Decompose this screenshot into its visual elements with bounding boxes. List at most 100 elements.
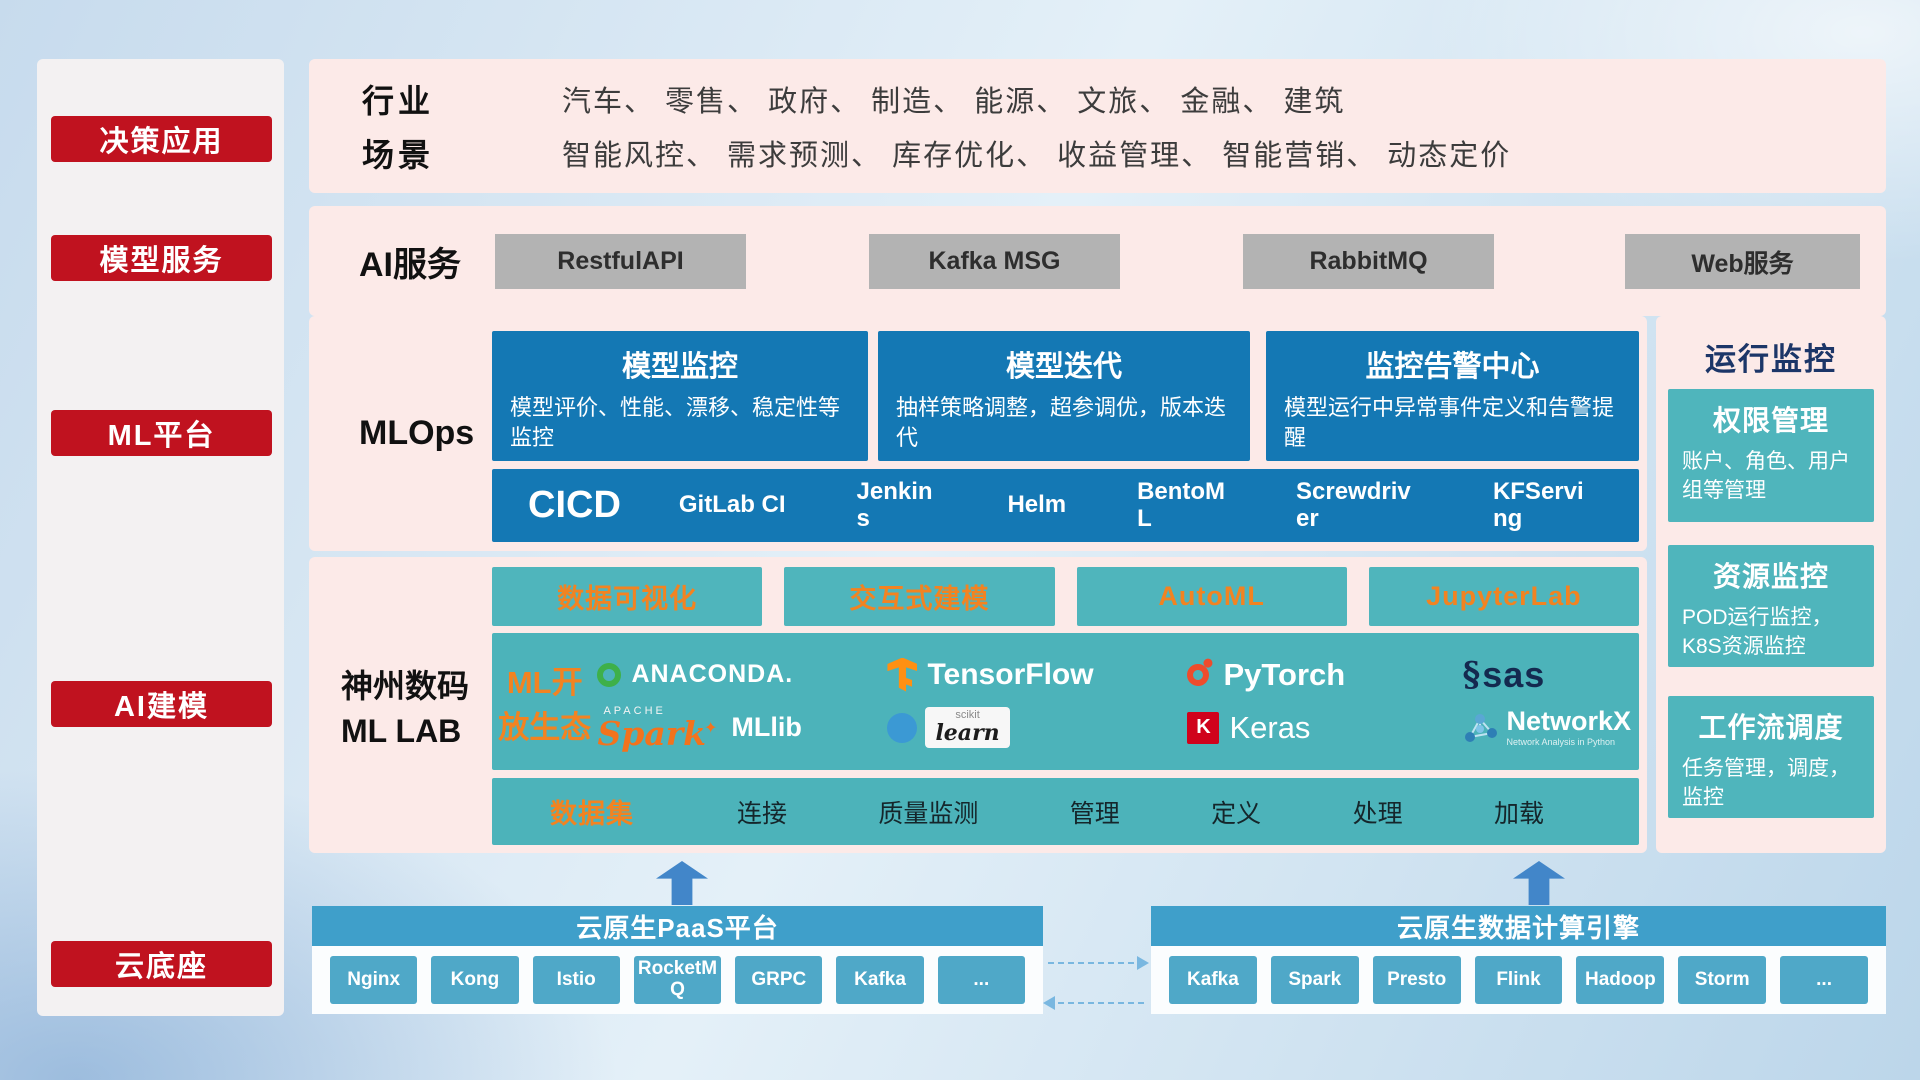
service-restfulapi: RestfulAPI xyxy=(495,234,746,289)
service-web: Web服务 xyxy=(1625,234,1860,289)
service-kafka-msg: Kafka MSG xyxy=(869,234,1120,289)
card-title: 权限管理 xyxy=(1712,405,1829,436)
networkx-text: NetworkX xyxy=(1506,706,1631,736)
spark-icon: APACHE Spark xyxy=(597,705,706,753)
sas-icon: § xyxy=(1462,654,1481,695)
dashed-arrow-left xyxy=(1043,996,1144,1010)
pytorch-logo: PyTorch xyxy=(1182,656,1462,693)
dataset-item-quality: 质量监测 xyxy=(878,799,979,828)
card-title: 工作流调度 xyxy=(1698,712,1844,743)
scenario-label: 场景 xyxy=(362,137,435,174)
component-presto: Presto xyxy=(1372,956,1461,1004)
component-nginx: Nginx xyxy=(330,956,418,1004)
card-workflow-scheduling: 工作流调度 任务管理，调度，监控 xyxy=(1668,696,1874,818)
component-more: ... xyxy=(1780,956,1869,1004)
ai-service-label: AI服务 xyxy=(359,245,461,284)
anaconda-text: ANACONDA. xyxy=(631,660,794,688)
networkx-logo: NetworkX Network Analysis in Python xyxy=(1462,708,1631,747)
component-kafka: Kafka xyxy=(836,956,924,1004)
layer-label-ml-platform: ML平台 xyxy=(51,410,272,456)
tensorflow-icon xyxy=(887,657,918,692)
card-model-iteration: 模型迭代 抽样策略调整，超参调优，版本迭代 xyxy=(878,331,1250,461)
dataset-label: 数据集 xyxy=(550,799,634,829)
mllab-label-line2: ML LAB xyxy=(341,712,462,749)
anaconda-icon xyxy=(597,662,622,687)
spark-star-icon: ✦ xyxy=(704,719,718,737)
card-title: 模型迭代 xyxy=(1005,351,1122,383)
networkx-icon xyxy=(1465,713,1498,742)
mllab-label-line1: 神州数码 xyxy=(341,667,470,704)
networkx-textblock: NetworkX Network Analysis in Python xyxy=(1506,708,1631,747)
layer-sidebar xyxy=(37,59,284,1016)
dashed-arrow-right xyxy=(1048,956,1149,970)
mlops-panel: MLOps 模型监控 模型评价、性能、漂移、稳定性等监控 模型迭代 抽样策略调整… xyxy=(309,316,1647,551)
service-rabbitmq: RabbitMQ xyxy=(1243,234,1494,289)
ai-service-panel: AI服务 RestfulAPI Kafka MSG RabbitMQ Web服务 xyxy=(309,206,1886,316)
component-more: ... xyxy=(937,956,1025,1004)
eco-row-1: ANACONDA. TensorFlow PyTorch § sas xyxy=(597,654,1631,696)
cicd-bar: CICD GitLab CI Jenkins Helm BentoML Scre… xyxy=(492,469,1639,542)
tool-interactive-modeling: 交互式建模 xyxy=(784,567,1055,626)
tensorflow-logo: TensorFlow xyxy=(887,657,1187,692)
scenario-content: 智能风控、 需求预测、 库存优化、 收益管理、 智能营销、 动态定价 xyxy=(562,140,1512,173)
layer-label-cloud-base: 云底座 xyxy=(51,941,272,987)
dataset-item-process: 处理 xyxy=(1352,799,1403,828)
anaconda-logo: ANACONDA. xyxy=(597,660,887,689)
keras-logo: K Keras xyxy=(1187,710,1462,746)
layer-label-ai-modeling: AI建模 xyxy=(51,681,272,727)
cicd-label: CICD xyxy=(528,484,621,526)
ml-ecosystem-box: ML开放生态 ANACONDA. TensorFlow PyTorch xyxy=(492,633,1639,770)
mllib-text: MLlib xyxy=(731,712,802,742)
keras-icon: K xyxy=(1187,711,1220,744)
paas-platform-bar: 云原生PaaS平台 xyxy=(312,906,1043,946)
component-flink: Flink xyxy=(1474,956,1563,1004)
cicd-tool-gitlab-ci: GitLab CI xyxy=(678,491,786,519)
card-title: 模型监控 xyxy=(621,351,738,383)
mllab-panel: 神州数码 ML LAB 数据可视化 交互式建模 AutoML JupyterLa… xyxy=(309,557,1647,853)
card-resource-monitoring: 资源监控 POD运行监控，K8S资源监控 xyxy=(1668,545,1874,667)
card-model-monitoring: 模型监控 模型评价、性能、漂移、稳定性等监控 xyxy=(492,331,868,461)
scikit-learn-tag: scikit learn xyxy=(925,707,1010,748)
learn-text: learn xyxy=(935,720,1000,747)
scenario-row: 场景 智能风控、 需求预测、 库存优化、 收益管理、 智能营销、 动态定价 xyxy=(309,130,1886,176)
engine-components-strip: Kafka Spark Presto Flink Hadoop Storm ..… xyxy=(1151,946,1886,1014)
dataset-item-load: 加载 xyxy=(1493,799,1544,828)
sas-logo: § sas xyxy=(1462,654,1545,696)
industry-label: 行业 xyxy=(362,82,435,119)
pytorch-text: PyTorch xyxy=(1223,656,1346,692)
sas-text: sas xyxy=(1482,653,1546,695)
card-desc: 任务管理，调度，监控 xyxy=(1682,757,1850,810)
component-storm: Storm xyxy=(1678,956,1767,1004)
component-kong: Kong xyxy=(431,956,519,1004)
tool-automl: AutoML xyxy=(1076,567,1347,626)
tensorflow-text: TensorFlow xyxy=(927,657,1094,691)
paas-components-strip: Nginx Kong Istio RocketMQ GRPC Kafka ... xyxy=(312,946,1043,1014)
mllab-label: 神州数码 ML LAB xyxy=(341,557,469,853)
component-kafka: Kafka xyxy=(1169,956,1257,1004)
eco-row-2: APACHE Spark ✦ MLlib scikit learn xyxy=(597,705,1631,753)
dataset-item-connect: 连接 xyxy=(737,799,788,828)
component-spark: Spark xyxy=(1270,956,1359,1004)
card-desc: POD运行监控，K8S资源监控 xyxy=(1682,606,1833,659)
component-rocketmq: RocketMQ xyxy=(633,956,722,1004)
spark-text: Spark xyxy=(597,713,706,753)
industry-row: 行业 汽车、 零售、 政府、 制造、 能源、 文旅、 金融、 建筑 xyxy=(309,76,1886,122)
scikit-learn-icon xyxy=(887,712,918,743)
component-hadoop: Hadoop xyxy=(1576,956,1665,1004)
runtime-monitor-panel: 运行监控 权限管理 账户、角色、用户组等管理 资源监控 POD运行监控，K8S资… xyxy=(1656,316,1886,853)
dataset-items: 连接 质量监测 管理 定义 处理 加载 xyxy=(692,794,1639,830)
runtime-monitor-title: 运行监控 xyxy=(1705,342,1837,377)
component-grpc: GRPC xyxy=(735,956,823,1004)
layer-label-decision-apps: 决策应用 xyxy=(51,116,272,162)
cicd-tool-helm: Helm xyxy=(1007,491,1067,519)
card-alert-center: 监控告警中心 模型运行中异常事件定义和告警提醒 xyxy=(1266,331,1639,461)
spark-mllib-logo: APACHE Spark ✦ MLlib xyxy=(597,705,887,753)
layer-label-model-service: 模型服务 xyxy=(51,235,272,281)
cicd-tools: GitLab CI Jenkins Helm BentoML Screwdriv… xyxy=(678,478,1639,532)
industry-content: 汽车、 零售、 政府、 制造、 能源、 文旅、 金融、 建筑 xyxy=(562,85,1346,118)
card-title: 资源监控 xyxy=(1712,561,1829,592)
scikit-text: scikit xyxy=(955,709,980,722)
dataset-item-define: 定义 xyxy=(1211,799,1262,828)
ml-ecosystem-label: ML开放生态 xyxy=(498,664,592,745)
